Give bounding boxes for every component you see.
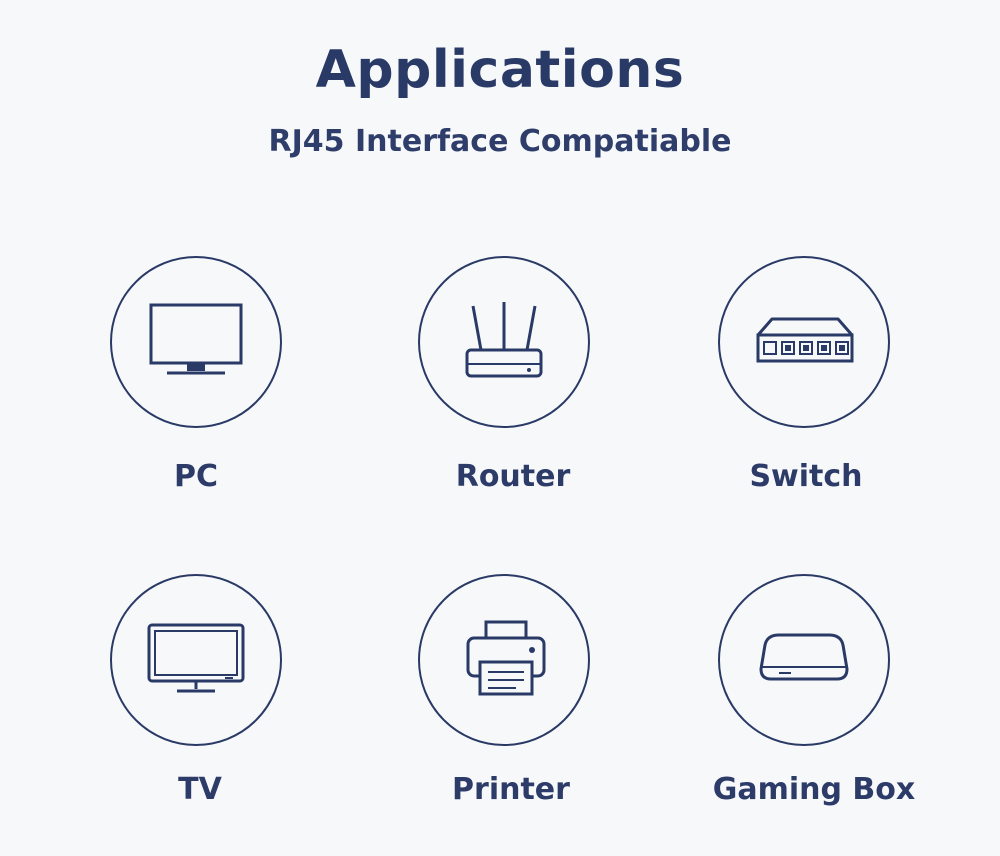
item-label-gaming-box: Gaming Box [712, 772, 916, 807]
item-label-printer: Printer [452, 772, 570, 807]
item-label-pc: PC [173, 459, 218, 494]
tv-circle [110, 574, 282, 746]
switch-circle [718, 256, 890, 428]
item-label-router: Router [455, 459, 571, 494]
pc-circle [110, 256, 282, 428]
gaming-box-icon [759, 633, 849, 681]
page-subtitle: RJ45 Interface Compatiable [268, 124, 732, 159]
item-label-tv: TV [178, 772, 222, 807]
router-icon [465, 302, 543, 378]
pc-monitor-icon [149, 303, 243, 375]
gaming-box-circle [718, 574, 890, 746]
printer-circle [418, 574, 590, 746]
tv-icon [147, 623, 245, 693]
item-label-switch: Switch [749, 459, 863, 494]
page-title: Applications [315, 40, 685, 100]
network-switch-icon [756, 317, 854, 363]
router-circle [418, 256, 590, 428]
printer-icon [466, 620, 546, 696]
